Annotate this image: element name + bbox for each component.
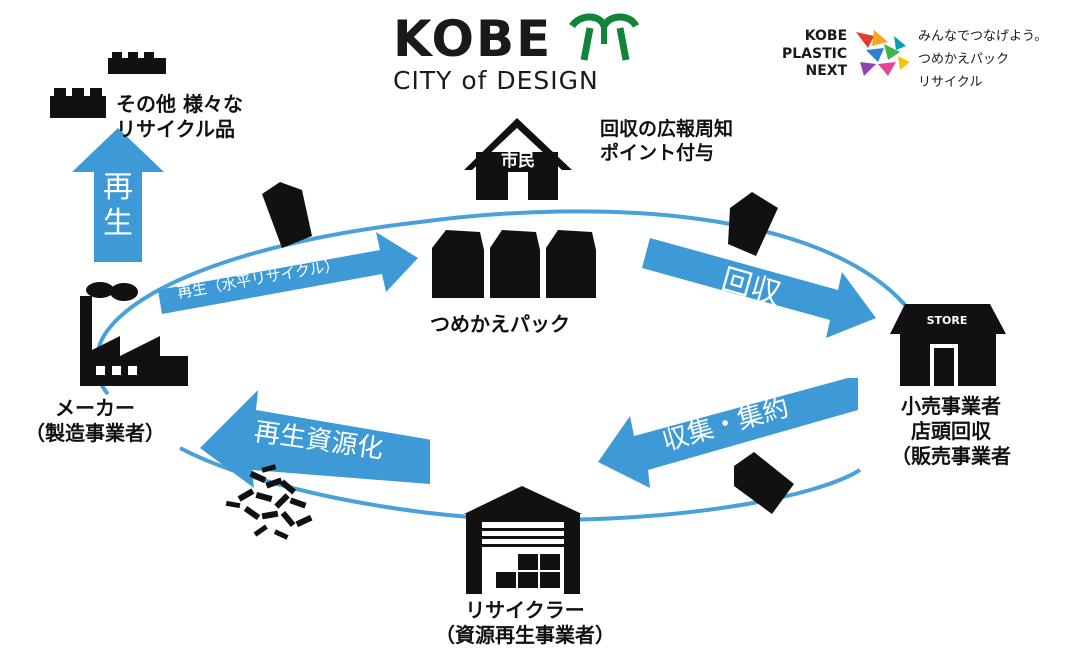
maker-label: メーカー （製造事業者） (10, 396, 180, 446)
maker-line: （製造事業者） (25, 421, 165, 445)
arrow-horizontal-recycle (158, 232, 418, 314)
other-recycled-label: その他 様々な リサイクル品 (116, 92, 243, 142)
recycler-line: （資源再生事業者） (435, 623, 615, 647)
lego-brick-icon (50, 52, 166, 118)
arrow-gather (598, 378, 858, 488)
citizen-note-line: 回収の広報周知 (600, 118, 734, 140)
pouch-icon (432, 230, 596, 298)
recycler-label: リサイクラー （資源再生事業者） (420, 598, 630, 648)
citizen-tag: 市民 (501, 151, 535, 171)
warehouse-icon (464, 486, 582, 594)
arrow-collect (642, 238, 876, 338)
other-line: その他 様々な (116, 92, 243, 116)
store-line: 小売事業者 (901, 394, 1001, 418)
arrow-regen-up-label: 再生 (103, 170, 133, 241)
store-line: （販売事業者 (891, 444, 1011, 468)
arrow-resource (200, 390, 432, 488)
store-line: 店頭回収 (911, 419, 991, 443)
citizen-note-line: ポイント付与 (600, 141, 715, 164)
kpn-line: NEXT (805, 63, 848, 79)
other-line: リサイクル品 (116, 117, 235, 141)
citizen-note: 回収の広報周知 ポイント付与 (600, 118, 733, 166)
pouch-icon (262, 182, 794, 514)
arrow-regen-up (72, 128, 164, 262)
city-of-design: CITY of DESIGN (393, 66, 599, 95)
kobe-plastic-next-logo-icon (856, 30, 910, 76)
maker-line: メーカー (55, 396, 135, 420)
store-label: 小売事業者 店頭回収 （販売事業者 (876, 394, 1026, 469)
slogan-line: つめかえパック (918, 51, 1010, 67)
refill-pack-label: つめかえパック (430, 312, 570, 336)
recycler-line: リサイクラー (465, 598, 585, 622)
slogan-line: みんなでつなげよう。 (918, 29, 1048, 44)
kobe-plastic-next-wordmark: KOBE PLASTIC NEXT (782, 28, 847, 81)
kobe-crest-icon (569, 13, 640, 61)
kobe-title: KOBE (393, 10, 553, 68)
kpn-line: KOBE (804, 28, 848, 44)
slogan-line: リサイクル (918, 74, 983, 90)
house-icon (464, 118, 572, 200)
factory-icon (80, 282, 188, 386)
store-icon (890, 304, 1006, 386)
store-tag: STORE (926, 314, 968, 327)
pellets-icon (225, 464, 313, 540)
slogan: みんなでつなげよう。 つめかえパック リサイクル (918, 26, 1047, 94)
kpn-line: PLASTIC (782, 45, 848, 62)
